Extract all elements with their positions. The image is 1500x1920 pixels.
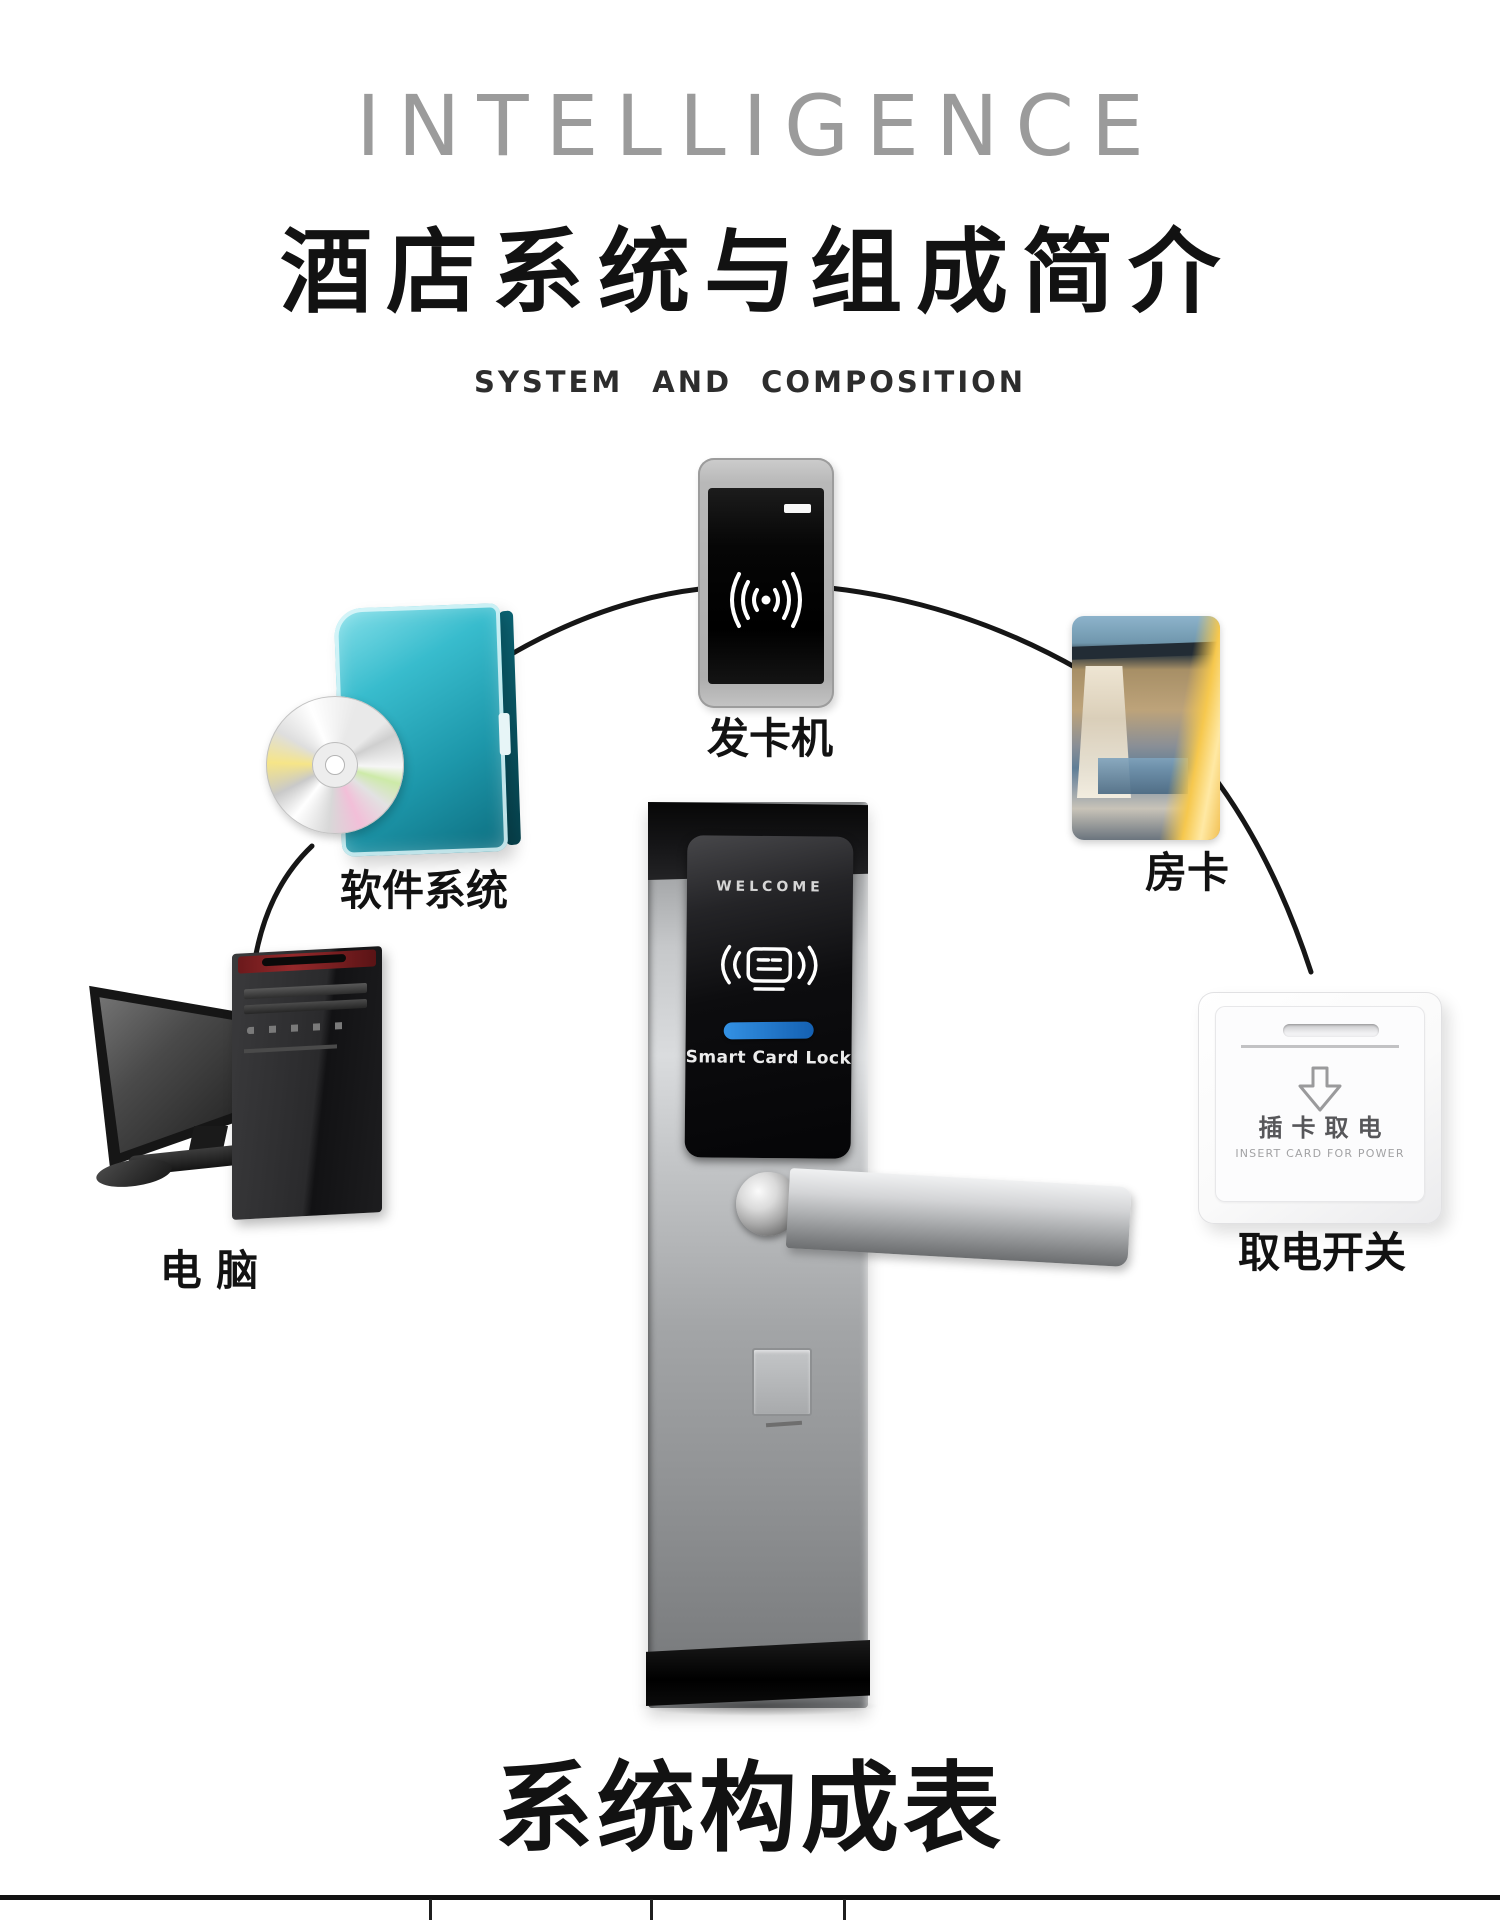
card-issuer-image — [698, 458, 834, 708]
lock-keyhole-cover — [752, 1348, 812, 1416]
card-wave-icon — [721, 944, 818, 991]
tower-buttons — [247, 1021, 352, 1035]
lock-bottom-cap — [646, 1640, 870, 1706]
table-top-border — [0, 1895, 1500, 1900]
lock-blue-bar — [723, 1021, 814, 1040]
card-slot — [1283, 1024, 1379, 1037]
room-card-photo — [1072, 616, 1220, 840]
software-box-clasp — [498, 712, 511, 756]
table-column-divider — [429, 1899, 432, 1920]
cd-hole — [325, 755, 345, 775]
insert-arrow-icon — [1298, 1066, 1342, 1112]
card-issuer-screen — [708, 488, 824, 684]
arc-issuer-to-roomcard — [827, 585, 1083, 673]
arc-software-to-issuer — [500, 586, 703, 662]
power-switch-label: 取电开关 — [1237, 1228, 1407, 1277]
table-column-divider — [650, 1899, 653, 1920]
page-subtitle: SYSTEM AND COMPOSITION — [473, 365, 1027, 399]
software-label: 软件系统 — [339, 866, 509, 915]
tower-drive-bay — [244, 982, 367, 1000]
computer-label: 电 脑 — [159, 1246, 259, 1295]
power-switch-panel-zh-text: 插卡取电 — [1258, 1114, 1391, 1142]
page-title-en: INTELLIGENCE — [356, 77, 1161, 175]
card-issuer-label: 发卡机 — [706, 714, 834, 763]
lock-brand-text: Smart Card Lock — [685, 1047, 852, 1069]
card-issuer-speaker-bar — [784, 504, 811, 513]
computer-tower-image — [232, 946, 382, 1220]
arc-roomcard-to-switch — [1208, 770, 1314, 975]
table-title: 系统构成表 — [494, 1752, 1005, 1866]
power-switch-panel: 插卡取电 INSERT CARD FOR POWER — [1215, 1006, 1425, 1202]
tower-drive-bay — [244, 998, 367, 1015]
door-lock-image: WELCOME Smart Card Lock — [636, 802, 1132, 1716]
cd-disc-image — [266, 696, 404, 834]
tower-vent-slot — [244, 1044, 337, 1054]
computer-monitor-image — [84, 984, 256, 1174]
card-slot-line — [1241, 1045, 1399, 1048]
lock-welcome-text: WELCOME — [716, 878, 824, 896]
lock-reader-panel: WELCOME Smart Card Lock — [684, 835, 854, 1159]
signal-waves-icon — [730, 571, 802, 628]
power-switch-image: 插卡取电 INSERT CARD FOR POWER — [1198, 992, 1442, 1224]
room-card-label: 房卡 — [1144, 848, 1230, 897]
page-title-zh: 酒店系统与组成简介 — [279, 219, 1234, 326]
table-column-divider — [843, 1899, 846, 1920]
power-switch-panel-en-text: INSERT CARD FOR POWER — [1235, 1147, 1405, 1160]
